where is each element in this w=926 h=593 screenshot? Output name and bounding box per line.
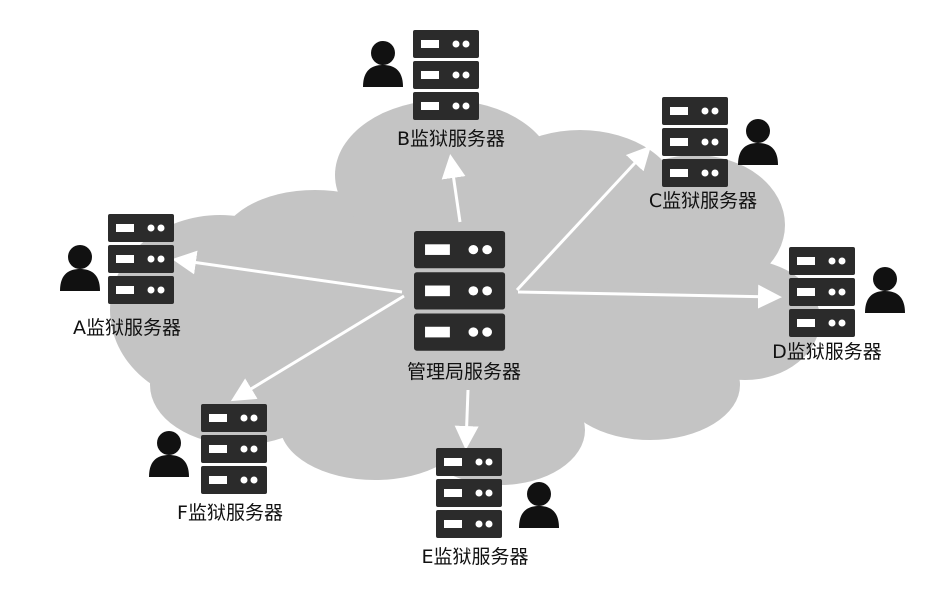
- node-b-label: B监狱服务器: [397, 128, 505, 150]
- server-icon: [108, 214, 174, 304]
- node-e: E监狱服务器: [421, 448, 559, 568]
- node-a-label: A监狱服务器: [73, 317, 181, 339]
- person-icon: [363, 41, 403, 87]
- server-icon: [201, 404, 267, 494]
- node-e-label: E监狱服务器: [421, 546, 528, 568]
- node-f: F监狱服务器: [149, 404, 283, 524]
- node-c-label: C监狱服务器: [649, 190, 757, 212]
- node-c: C监狱服务器: [649, 97, 778, 212]
- person-icon: [738, 119, 778, 165]
- arrow-to-b: [441, 154, 466, 223]
- server-icon: [662, 97, 728, 187]
- person-icon: [865, 267, 905, 313]
- arrow-to-c: [515, 145, 652, 292]
- person-icon: [519, 482, 559, 528]
- arrow-to-e: [454, 389, 479, 450]
- person-icon: [60, 245, 100, 291]
- person-icon: [149, 431, 189, 477]
- server-icon: [789, 247, 855, 337]
- server-icon: [436, 448, 502, 538]
- node-a: A监狱服务器: [60, 214, 181, 339]
- arrow-to-a: [172, 250, 403, 294]
- central-server: 管理局服务器: [407, 231, 521, 383]
- arrow-to-f: [230, 294, 405, 402]
- node-d-label: D监狱服务器: [772, 341, 882, 363]
- node-b: B监狱服务器: [363, 30, 505, 150]
- central-server-label: 管理局服务器: [407, 361, 521, 383]
- arrow-to-d: [517, 284, 782, 309]
- node-f-label: F监狱服务器: [177, 502, 283, 524]
- server-icon: [414, 231, 506, 351]
- server-icon: [413, 30, 479, 120]
- node-d: D监狱服务器: [772, 247, 905, 363]
